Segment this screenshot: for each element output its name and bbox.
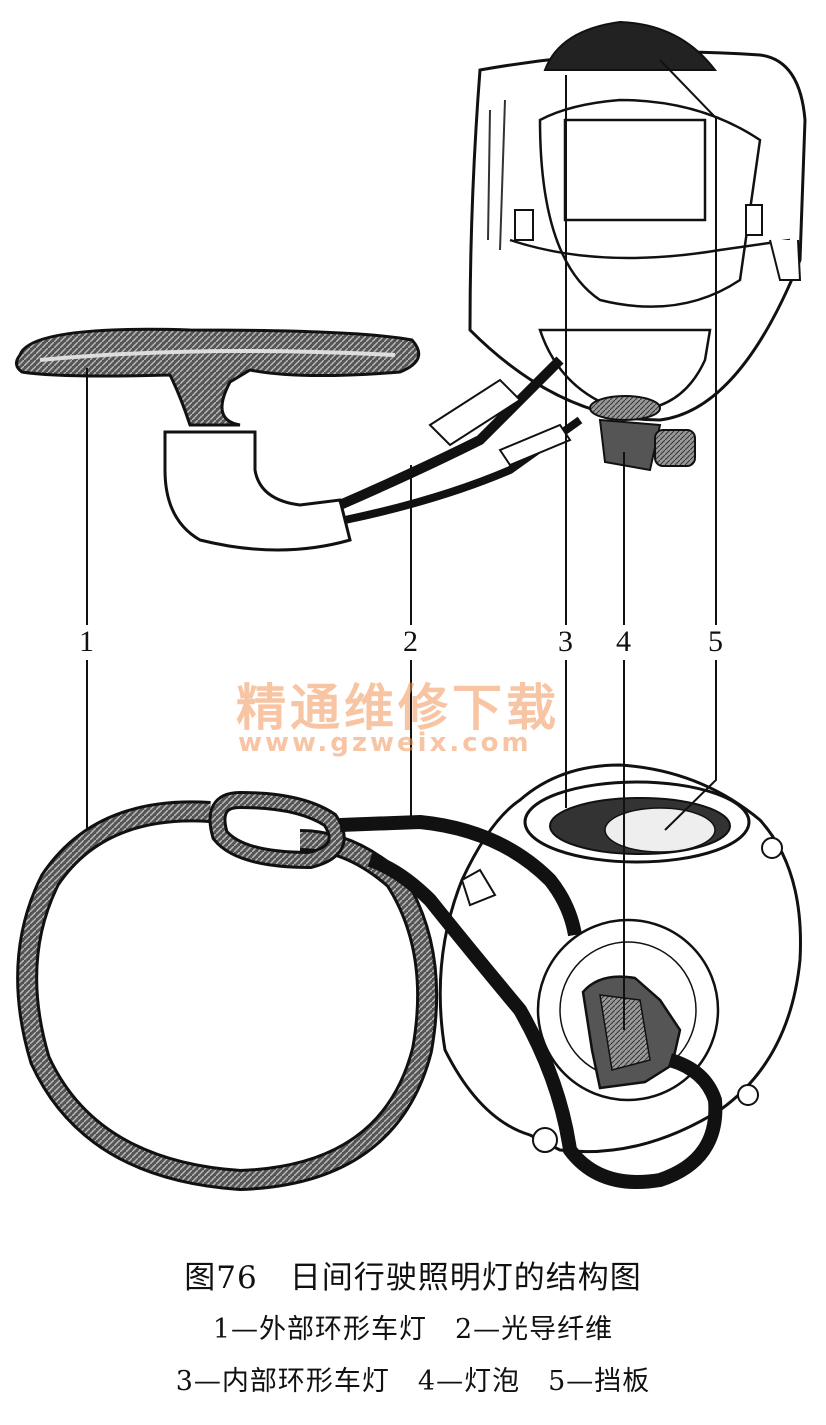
legend-item-2: 2—光导纤维 — [455, 1314, 614, 1345]
lower-outer-ring — [16, 790, 439, 1192]
leader-lines — [86, 59, 717, 1030]
legend-line-2: 3—内部环形车灯 4—灯泡 5—挡板 — [0, 1364, 826, 1400]
legend-line-1: 1—外部环形车灯 2—光导纤维 — [0, 1312, 826, 1348]
caption-title: 图76 日间行驶照明灯的结构图 — [184, 1260, 642, 1296]
upper-housing — [468, 50, 807, 422]
dome-cover — [543, 20, 718, 71]
callout-4: 4 — [616, 625, 631, 658]
callout-2: 2 — [403, 625, 418, 658]
callout-1: 1 — [79, 625, 94, 658]
figure-caption: 图76 日间行驶照明灯的结构图 1—外部环形车灯 2—光导纤维 3—内部环形车灯 4… — [0, 1258, 826, 1416]
legend-item-1: 1—外部环形车灯 — [212, 1314, 427, 1345]
legend-item-3: 3—内部环形车灯 — [175, 1366, 390, 1397]
lower-bulb — [581, 975, 682, 1090]
upper-bulb — [589, 395, 696, 472]
lower-housing — [438, 763, 802, 1154]
diagram-illustration — [15, 20, 807, 1192]
watermark-url: www.gzweix.com — [238, 728, 532, 758]
upper-light-guide — [337, 356, 583, 524]
watermark-text: 精通维修下载 — [236, 679, 560, 737]
lower-light-guide — [339, 814, 723, 1189]
legend-item-5: 5—挡板 — [548, 1366, 651, 1397]
callout-3: 3 — [558, 625, 573, 658]
upper-outer-ring — [15, 327, 421, 552]
legend-item-4: 4—灯泡 — [417, 1366, 521, 1397]
callout-5: 5 — [708, 625, 723, 658]
structure-diagram: 1 2 3 4 5 精通维修下载 www.gzweix.com — [15, 20, 807, 1192]
